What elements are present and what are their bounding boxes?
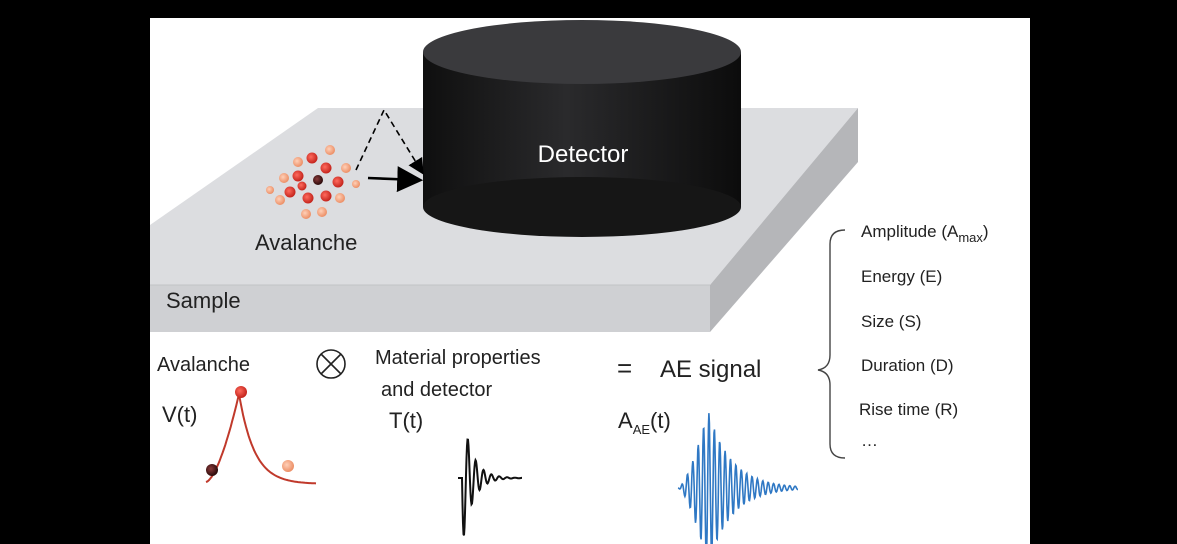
equals-sign: =	[617, 353, 632, 383]
sample-label: Sample	[166, 288, 241, 313]
ae-signal-label: AE signal	[660, 356, 761, 383]
avalanche-pulse-curve	[205, 393, 317, 485]
pulse-peak-dot	[235, 386, 247, 398]
detector-bottom-rim	[423, 177, 741, 237]
material-label-line1: Material properties	[375, 347, 541, 369]
feature-energy: Energy (E)	[861, 267, 942, 286]
propagation-arrows	[355, 108, 424, 193]
material-response-waveform	[458, 438, 522, 536]
direct-path-arrow	[367, 166, 424, 193]
a-ae-of-t-label: AAE(t)	[618, 408, 671, 437]
reflected-path-arrow	[355, 108, 424, 175]
t-of-t-label: T(t)	[389, 408, 423, 433]
material-label-line2: and detector	[381, 379, 493, 401]
detector-cylinder: Detector	[423, 20, 741, 237]
ae-signal-waveform	[677, 413, 799, 544]
avalanche-cluster	[266, 145, 360, 219]
convolution-symbol	[316, 349, 346, 379]
feature-rise-time: Rise time (R)	[859, 400, 958, 419]
pulse-decay-dot	[282, 460, 294, 472]
avalanche-eq-label: Avalanche	[157, 354, 250, 376]
feature-size: Size (S)	[861, 312, 921, 331]
feature-more: …	[861, 431, 878, 450]
feature-brace	[817, 229, 846, 459]
feature-duration: Duration (D)	[861, 356, 954, 375]
feature-amplitude: Amplitude (Amax)	[861, 222, 989, 245]
pulse-start-dot	[206, 464, 218, 476]
avalanche-top-label: Avalanche	[255, 230, 357, 255]
avalanche-pulse-plot	[205, 386, 317, 485]
detector-label: Detector	[538, 141, 629, 168]
plate-front-face	[150, 285, 710, 332]
detector-top-face	[423, 20, 741, 84]
plate-side-face	[710, 108, 858, 332]
v-of-t-label: V(t)	[162, 402, 197, 427]
